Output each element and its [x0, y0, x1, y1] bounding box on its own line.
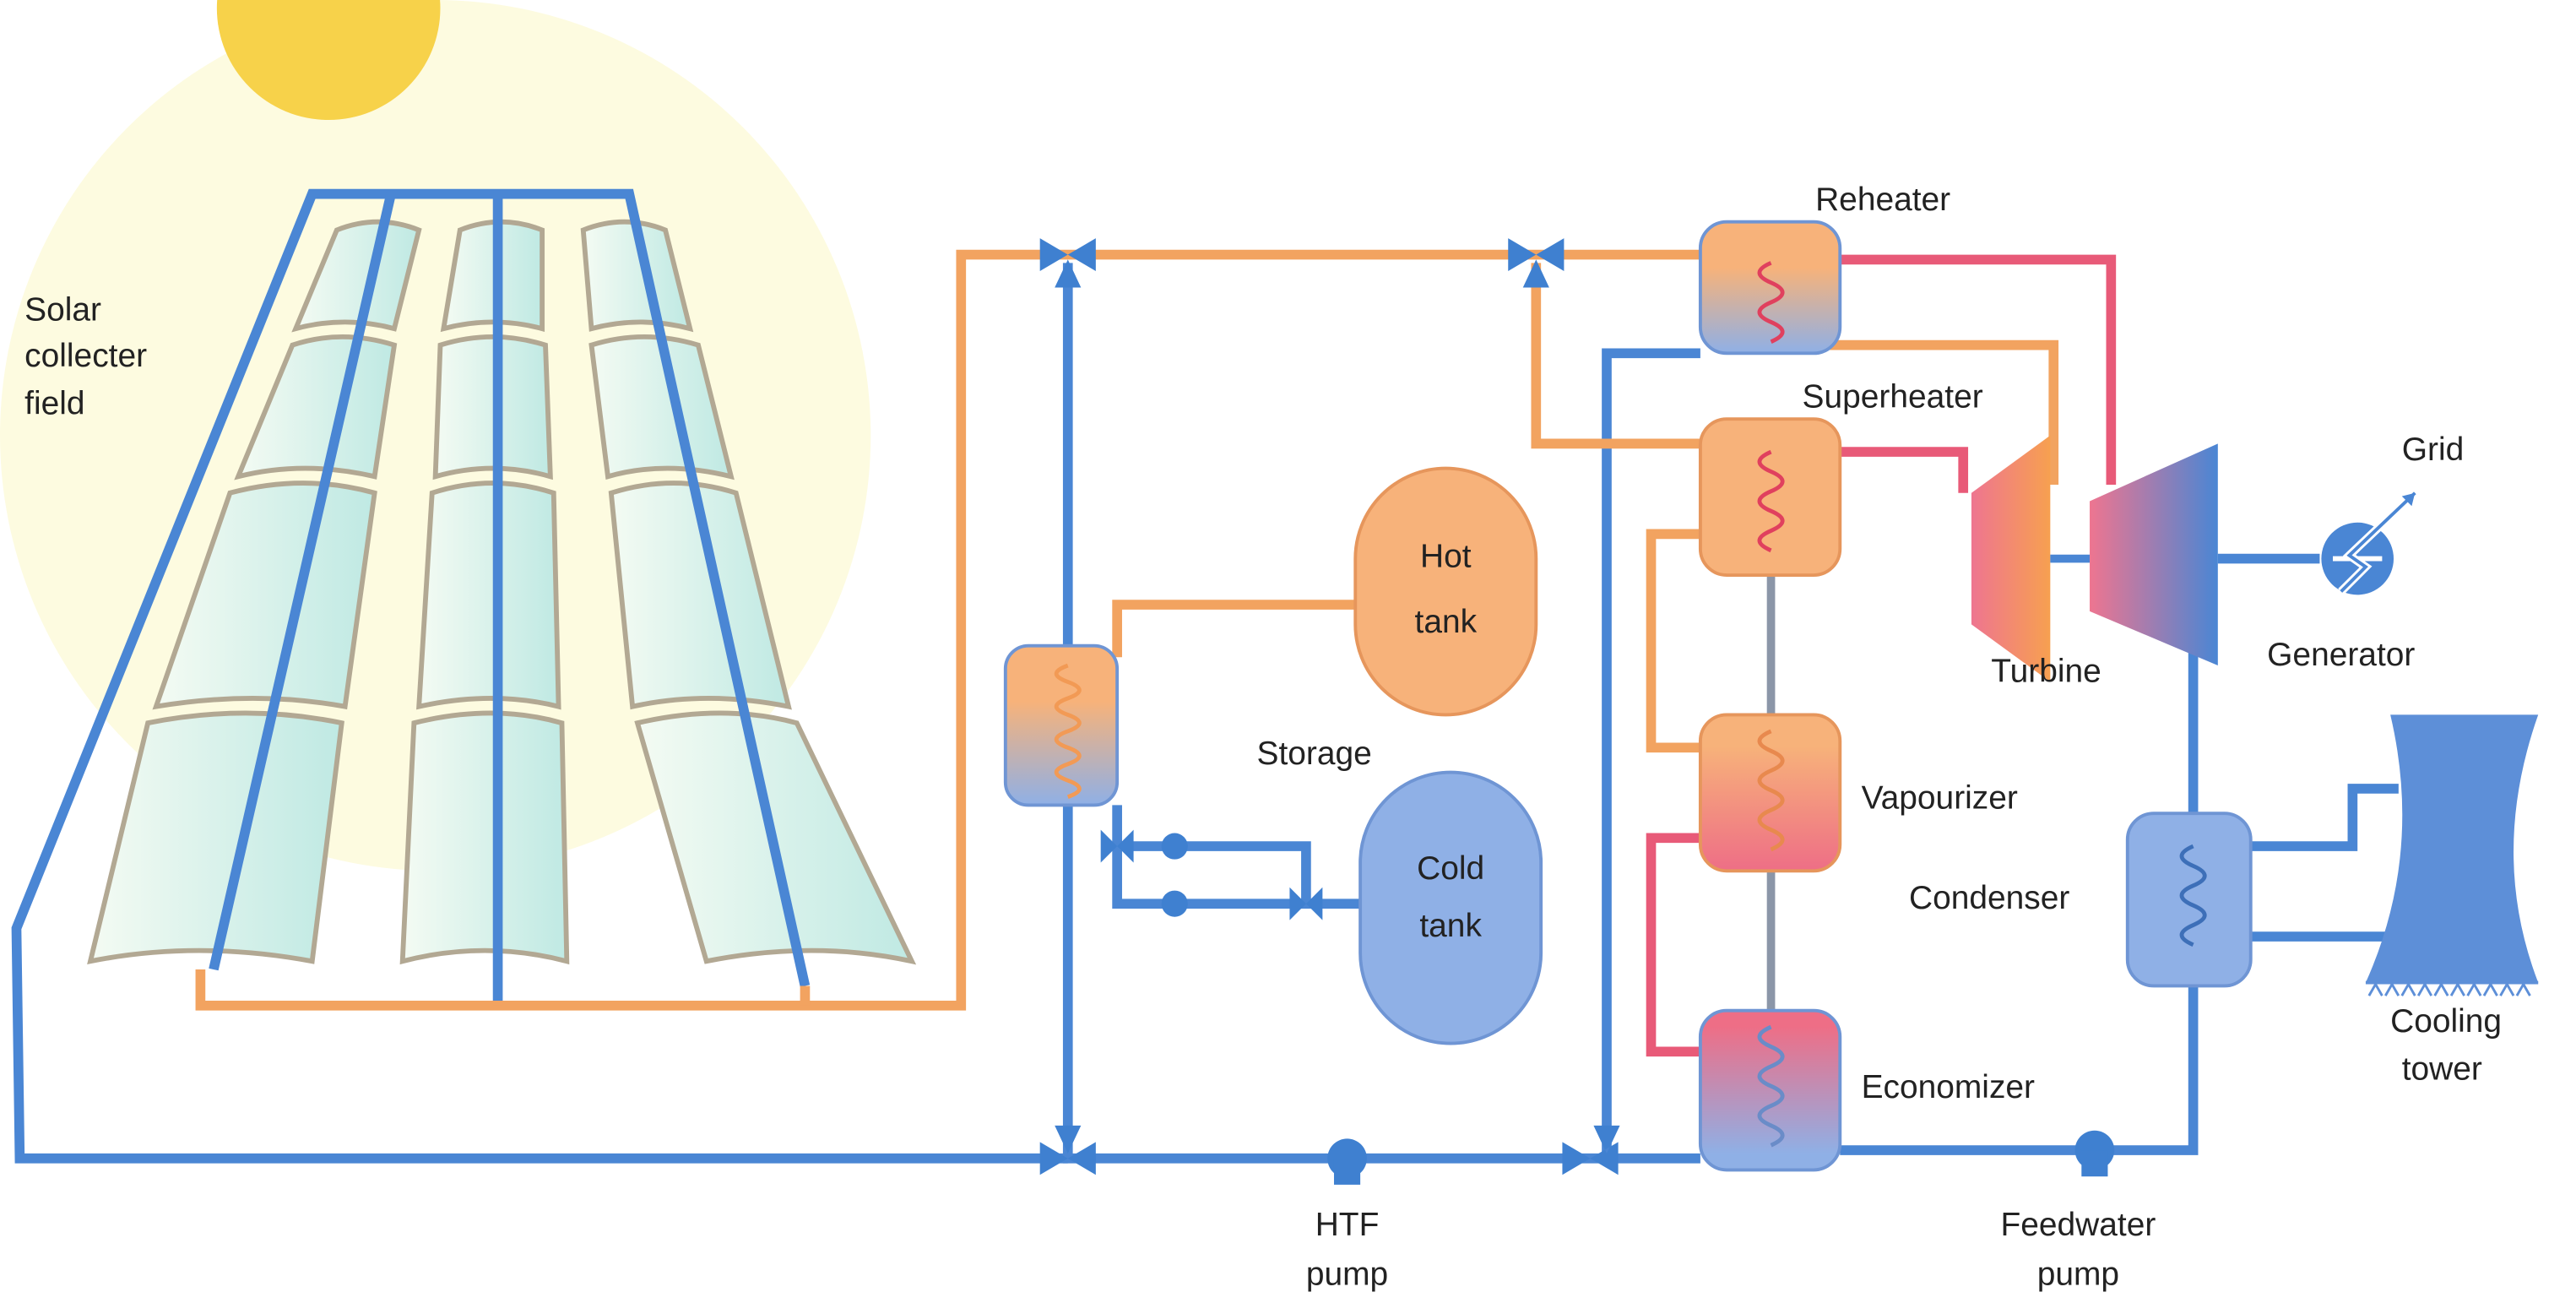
hot-tank — [1353, 466, 1538, 717]
label-grid: Grid — [2402, 432, 2465, 468]
cold-tank — [1359, 770, 1543, 1045]
valve-icon — [1289, 887, 1323, 920]
condenser-vessel — [2125, 812, 2253, 988]
label-cold-tank-2: tank — [1419, 908, 1482, 944]
superheater-vessel — [1698, 417, 1842, 577]
label-solar-field-1: Solar — [24, 291, 101, 328]
feedwater-pump-icon — [2074, 1130, 2115, 1177]
label-cooling-tower-1: Cooling — [2390, 1003, 2502, 1040]
hp-turbine — [1971, 435, 2051, 682]
collector-panels — [87, 219, 917, 965]
label-vapourizer: Vapourizer — [1862, 779, 2018, 816]
valve-icon — [1039, 238, 1096, 288]
generator-icon — [2321, 490, 2418, 595]
pump-icon — [1161, 833, 1188, 860]
pump-icon — [1161, 890, 1188, 917]
vapourizer-vessel — [1698, 713, 1842, 873]
heat-exchangers — [1003, 220, 2253, 1172]
valve-icon — [1562, 1125, 1620, 1175]
valves — [1039, 238, 1620, 1175]
label-storage: Storage — [1257, 736, 1372, 772]
label-hot-tank-2: tank — [1415, 604, 1478, 640]
label-feedwater-pump-1: Feedwater — [2001, 1207, 2156, 1243]
label-turbine: Turbine — [1991, 653, 2101, 689]
label-solar-field-3: field — [24, 385, 84, 421]
label-feedwater-pump-2: pump — [2037, 1257, 2119, 1293]
htf-pump-icon — [1327, 1138, 1367, 1185]
valve-icon — [1039, 1125, 1096, 1175]
label-cooling-tower-2: tower — [2402, 1051, 2482, 1087]
cooling-tower-icon — [2365, 714, 2539, 996]
valve-icon — [1100, 829, 1134, 863]
label-hot-tank-1: Hot — [1420, 538, 1472, 574]
label-solar-field-2: collecter — [24, 338, 147, 374]
steam-pipes — [1646, 254, 2117, 1057]
label-htf-pump-2: pump — [1306, 1257, 1388, 1293]
label-condenser: Condenser — [1909, 880, 2069, 916]
economizer-vessel — [1698, 1008, 1842, 1172]
valve-icon — [1508, 238, 1565, 288]
label-economizer: Economizer — [1862, 1069, 2035, 1105]
storage-heat-exchanger — [1003, 643, 1120, 807]
label-reheater: Reheater — [1815, 182, 1950, 218]
label-superheater: Superheater — [1803, 379, 1983, 415]
lp-turbine — [2090, 443, 2218, 666]
reheater-vessel — [1698, 220, 1842, 356]
label-cold-tank-1: Cold — [1417, 850, 1484, 887]
label-htf-pump-1: HTF — [1315, 1207, 1380, 1243]
hot-htf-pipes — [195, 249, 2059, 1011]
label-generator: Generator — [2267, 637, 2415, 673]
sun-icon — [216, 0, 441, 121]
